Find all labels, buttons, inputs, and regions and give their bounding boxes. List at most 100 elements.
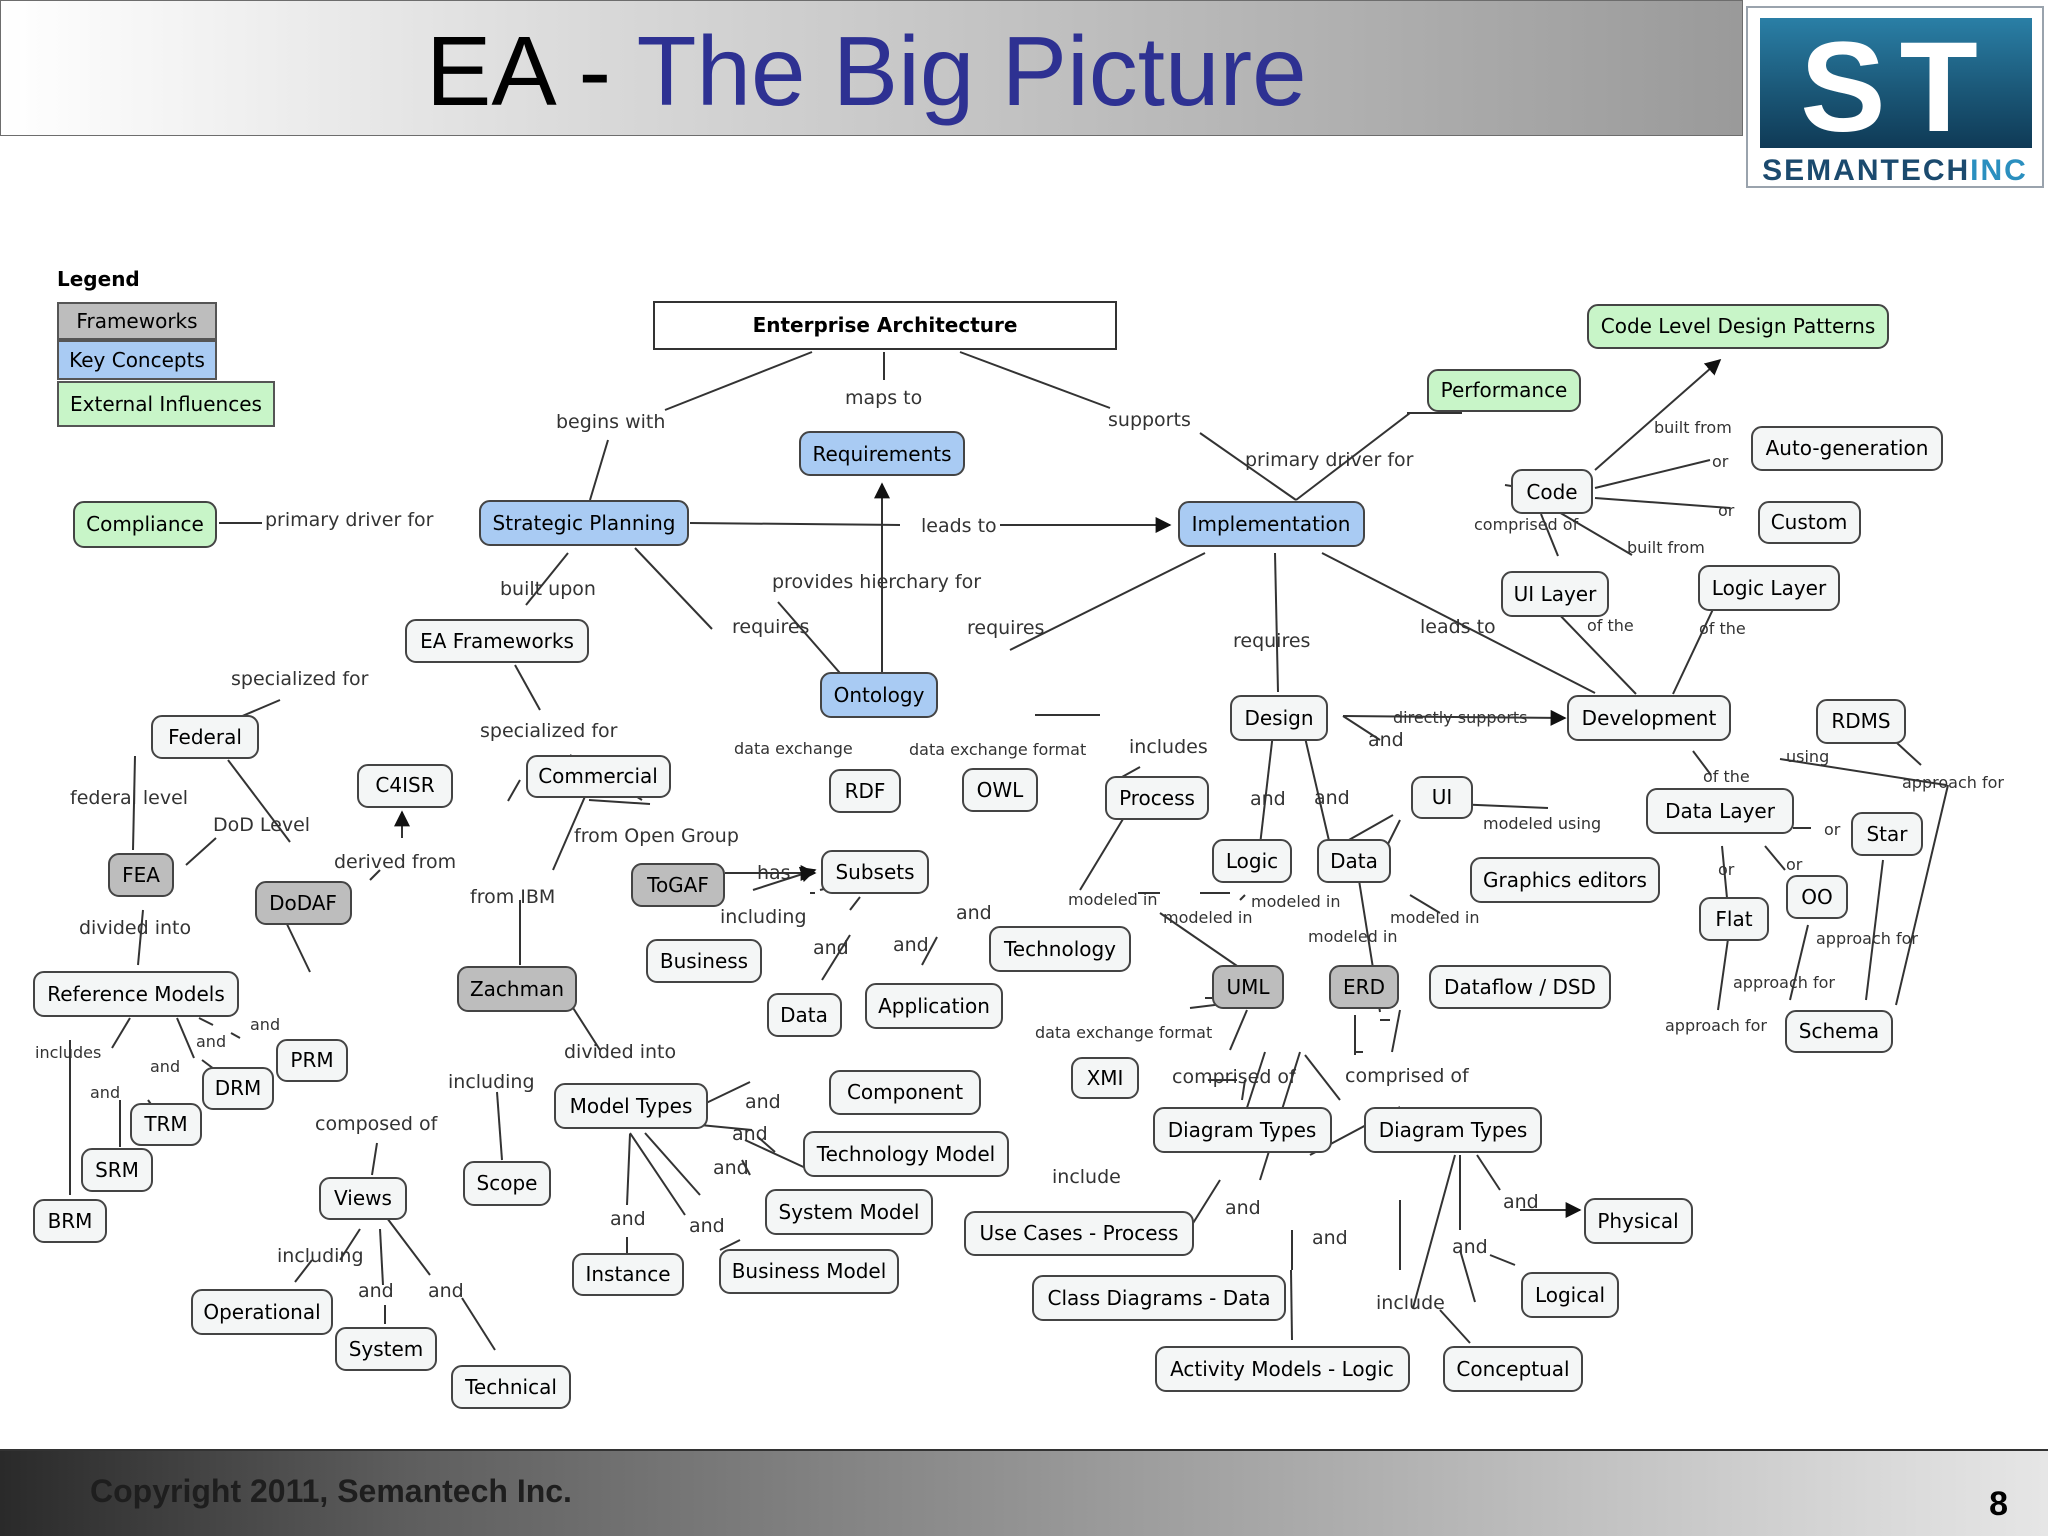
link-label-divided-into-zachman: divided into [564,1041,676,1063]
node-sysmodel: System Model [765,1189,933,1235]
node-system-label: System [349,1337,424,1361]
link-label-and-logic: and [1250,788,1286,810]
link-label-approach-for-flat: approach for [1665,1016,1767,1035]
node-ea: Enterprise Architecture [653,301,1117,350]
node-physical-label: Physical [1597,1209,1678,1233]
node-technology: Technology [989,926,1131,972]
link-label-and-trm: and [150,1057,180,1076]
node-commercial: Commercial [526,755,671,798]
link-label-built-from-code: built from [1627,538,1705,557]
node-logic: Logic [1212,839,1292,883]
node-srm: SRM [81,1148,153,1192]
connector-lines [69,351,1949,1351]
link-label-or-oo: or [1786,855,1803,874]
node-diagramtypes1-label: Diagram Types [1168,1118,1317,1142]
node-ea-label: Enterprise Architecture [753,313,1018,337]
node-scope: Scope [463,1161,551,1206]
link-label-comprised-of-erd: comprised of [1345,1065,1470,1087]
node-oo: OO [1786,875,1848,919]
node-erd-label: ERD [1343,975,1385,999]
node-rdms-label: RDMS [1831,709,1890,733]
node-activity: Activity Models - Logic [1155,1346,1410,1392]
link-label-and-design-ui: and [1368,729,1404,751]
node-dodaf: DoDAF [255,881,352,925]
node-brm: BRM [33,1199,107,1243]
node-sysmodel-label: System Model [779,1200,920,1224]
node-graphics: Graphics editors [1470,857,1660,903]
link-label-or-custom: or [1718,501,1735,520]
node-zachman-label: Zachman [470,977,564,1001]
link-label-modeled-in-logic: modeled in [1163,908,1253,927]
node-refmodels-label: Reference Models [47,982,225,1006]
link-label-modeled-in-erd: modeled in [1308,927,1398,946]
node-trm-label: TRM [143,1112,187,1136]
link-label-requires-design: requires [1233,630,1310,652]
node-usecases: Use Cases - Process [964,1211,1194,1256]
link-label-or-autogen: or [1712,452,1729,471]
node-eaframeworks-label: EA Frameworks [420,629,574,653]
link-label-and-application: and [893,934,929,956]
link-label-of-the-logic: of the [1699,619,1746,638]
link-label-modeled-in-data: modeled in [1251,892,1341,911]
node-component: Component [829,1070,981,1115]
node-busmodel-label: Business Model [732,1259,887,1283]
node-activity-label: Activity Models - Logic [1170,1357,1394,1381]
link-label-specialized-for-commercial: specialized for [480,720,618,742]
link-label-approach-for-star: approach for [1816,929,1918,948]
node-rdms: RDMS [1816,699,1906,744]
link-label-maps-to: maps to [845,387,922,409]
node-diagramtypes1: Diagram Types [1153,1107,1332,1153]
link-label-primary-driver-for-strategic: primary driver for [265,509,434,531]
node-star-label: Star [1866,822,1908,846]
node-eaframeworks: EA Frameworks [405,619,589,663]
node-autogen-label: Auto-generation [1766,436,1929,460]
node-application-label: Application [878,994,990,1018]
node-logical-label: Logical [1535,1283,1605,1307]
slide-title-prefix: EA - [426,16,637,126]
node-business-label: Business [660,949,748,973]
node-datalayer: Data Layer [1646,788,1794,834]
link-label-built-upon: built upon [500,578,596,600]
node-flat: Flat [1699,897,1769,941]
node-flat-label: Flat [1715,907,1752,931]
slide-title-main: The Big Picture [636,16,1307,126]
link-label-approach-for-rdms: approach for [1902,773,2004,792]
node-graphics-label: Graphics editors [1483,868,1647,892]
link-labels: begins with maps to supports primary dri… [35,387,2004,1314]
node-logiclayer-label: Logic Layer [1712,576,1827,600]
node-ui-label: UI [1432,785,1453,809]
node-classdiag-label: Class Diagrams - Data [1048,1286,1271,1310]
node-code: Code [1511,469,1593,514]
node-logiclayer: Logic Layer [1698,565,1840,611]
link-label-requires-strategic: requires [732,616,809,638]
node-process: Process [1105,776,1209,820]
logo-text-main: SEMANTECH [1762,154,1971,187]
node-performance: Performance [1427,369,1581,412]
node-design: Design [1230,695,1328,741]
node-rdf: RDF [829,769,901,813]
node-techmodel: Technology Model [803,1131,1009,1177]
link-label-and-prm: and [250,1015,280,1034]
node-diagramtypes2-label: Diagram Types [1379,1118,1528,1142]
node-implementation-label: Implementation [1192,512,1351,536]
node-requirements-label: Requirements [812,442,951,466]
node-ui: UI [1411,776,1473,819]
link-label-and-activity: and [1312,1227,1348,1249]
node-fea: FEA [108,853,174,897]
node-subsets: Subsets [821,850,929,894]
node-c4isr-label: C4ISR [375,773,434,797]
legend-label-frameworks: Frameworks [76,309,197,333]
legend-label-key-concepts: Key Concepts [69,348,205,372]
link-label-and-drm: and [196,1032,226,1051]
node-autogen: Auto-generation [1751,426,1943,471]
node-brm-label: BRM [48,1209,93,1233]
node-owl: OWL [962,768,1038,812]
link-label-and-data: and [1314,787,1350,809]
link-label-and-physical: and [1503,1191,1539,1213]
node-uilayer: UI Layer [1501,571,1609,617]
node-commercial-label: Commercial [538,764,658,788]
link-label-including-subsets: including [720,906,807,928]
link-label-data-exchange-format-xmi: data exchange format [1035,1023,1212,1042]
link-label-modeled-in-dataflow: modeled in [1390,908,1480,927]
link-label-dod-level: DoD Level [213,814,310,836]
